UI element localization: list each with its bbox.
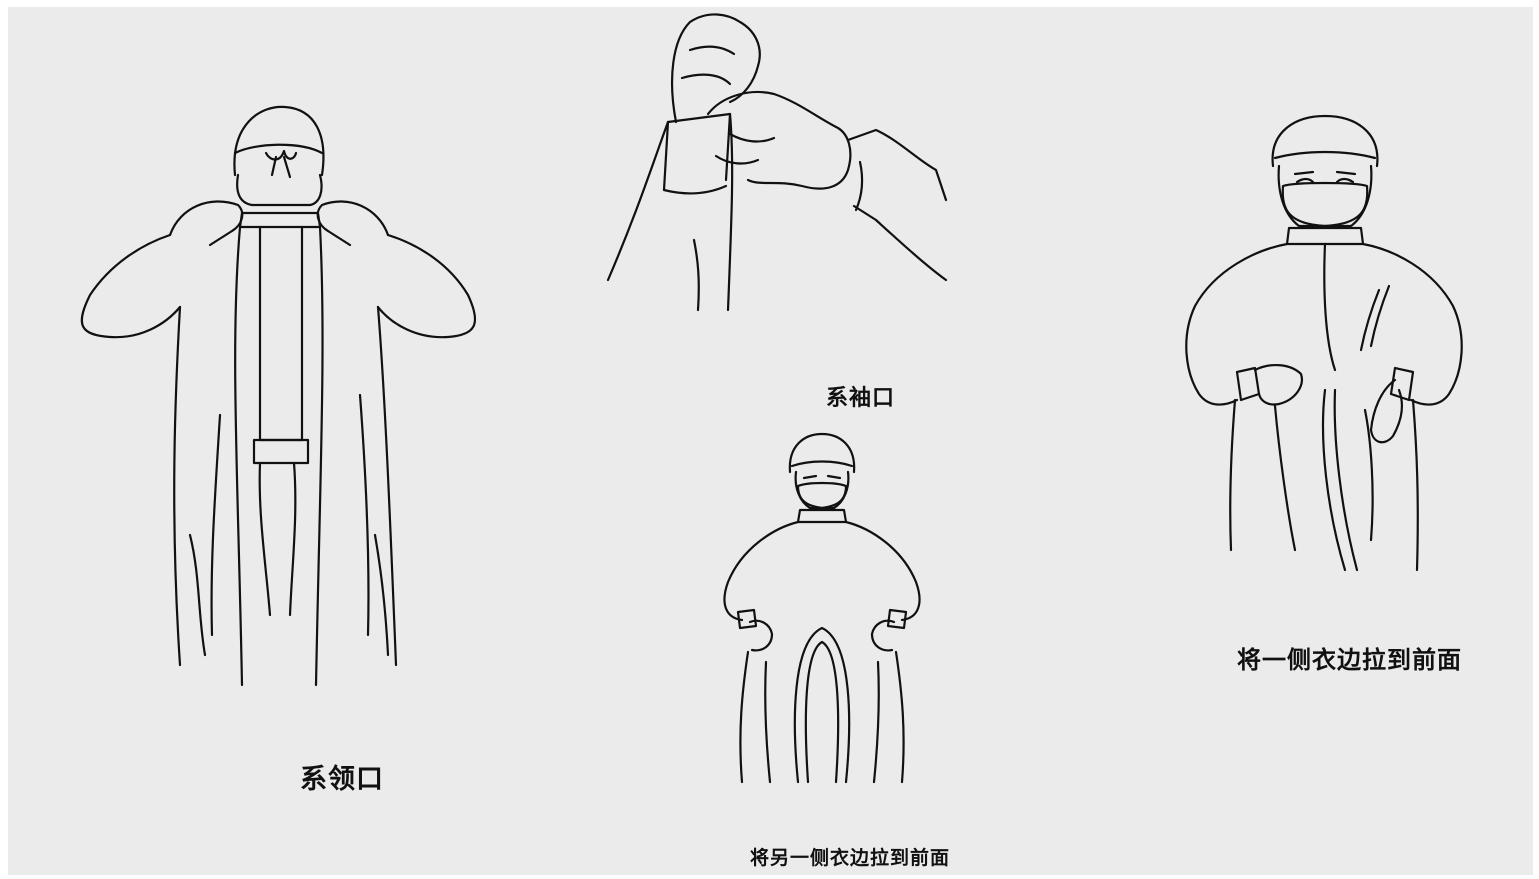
caption-tie-collar: 系领口 [300,757,384,796]
caption-pull-other-side: 将另一侧衣边拉到前面 [750,843,950,870]
figure-pull-one-side [1175,110,1475,580]
caption-pull-one-side: 将一侧衣边拉到前面 [1237,640,1462,675]
caption-tie-cuff: 系袖口 [826,380,895,412]
figure-tie-collar [70,95,490,695]
figure-tie-cuff [598,10,958,320]
figure-pull-other-side [718,432,928,792]
